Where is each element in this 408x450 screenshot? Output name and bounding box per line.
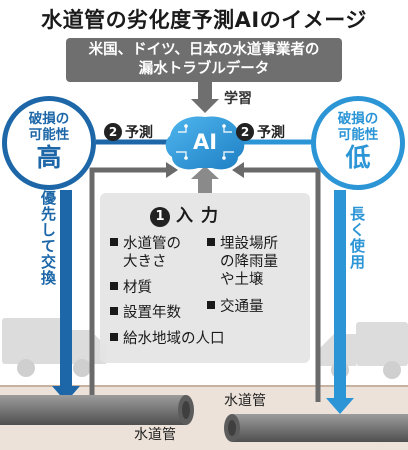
truck-left-icon [2,318,106,377]
replace-arrow-shaft [60,190,72,386]
source-line-1: 米国、ドイツ、日本の水道事業者の [88,42,320,58]
input-item-years-installed: 設置年数 [110,304,181,322]
pipe-upper [0,395,194,425]
feedback-arrowhead-left [166,162,178,178]
high-risk-circle: 破損の 可能性 高 [2,96,96,190]
input-item-rainfall-soil: 埋設場所 の降雨量 や土壌 [207,235,278,289]
input-item-pipe-size: 水道管の 大きさ [110,235,181,271]
step-2-badge-left: 2 [104,123,122,141]
feedback-line-left [89,167,170,418]
ai-label: AI [192,130,218,154]
input-item-material: 材質 [110,279,152,297]
low-risk-circle: 破損の 可能性 低 [311,96,405,190]
high-circle-line-1: 破損の [28,111,70,127]
pipe-lower-label: 水道管 [134,427,176,443]
feedback-line-right [240,167,321,402]
step-1-badge: 1 [150,207,170,227]
long-use-label: 長く使用 [348,206,366,270]
pipe-upper-label: 水道管 [224,393,266,409]
feedback-arrowhead-right [232,162,244,178]
low-circle-line-1: 破損の [337,111,379,127]
source-line-2: 漏水トラブルデータ [138,61,270,77]
source-data-box: 米国、ドイツ、日本の水道事業者の 漏水トラブルデータ [66,38,342,82]
input-item-population: 給水地域の人口 [110,330,225,348]
step-2-badge-right: 2 [236,123,254,141]
replace-arrowhead [52,386,80,402]
input-box [100,193,310,363]
low-circle-value: 低 [345,143,371,172]
pipe-lower [224,414,408,442]
ai-brain-icon [165,116,245,170]
low-circle-line-2: 可能性 [337,127,379,143]
high-circle-value: 高 [36,143,62,172]
high-circle-line-2: 可能性 [28,127,70,143]
learn-label: 学習 [224,91,252,107]
truck-right-icon [320,322,408,379]
input-item-traffic: 交通量 [207,298,264,316]
longuse-arrowhead [326,398,354,414]
diagram-title: 水道管の劣化度予測AIのイメージ [41,8,367,32]
learn-arrowhead [191,99,219,113]
replace-first-label: 優先して交換 [39,190,57,286]
longuse-arrow-shaft [334,190,346,400]
